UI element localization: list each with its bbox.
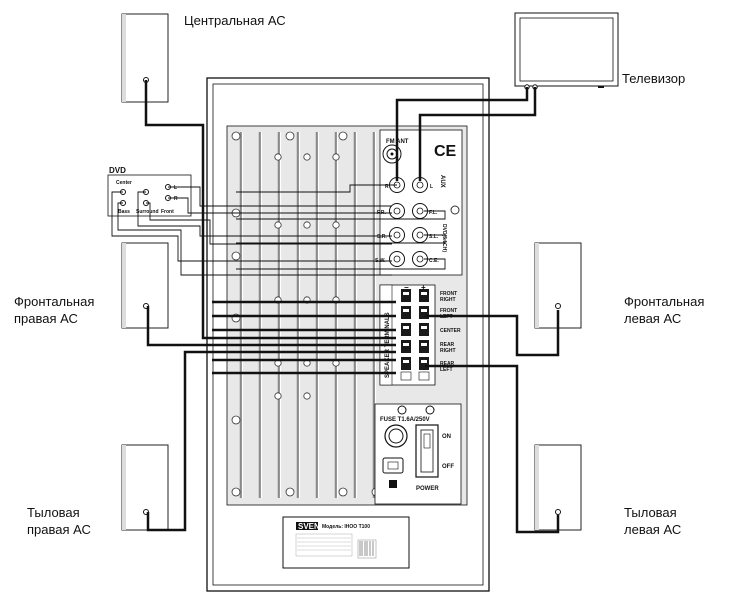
nameplate-brand: SVEN	[298, 522, 320, 531]
front-left-term-1: FRONT	[440, 308, 457, 314]
dvd-cables	[111, 184, 446, 276]
terminal-minus: −	[404, 283, 409, 292]
dvd-r-label: R	[174, 196, 178, 202]
dvd-player	[107, 174, 192, 217]
label-front-right-line1: Фронтальная	[14, 294, 94, 309]
label-rear-left-line2: левая АС	[624, 522, 681, 537]
tv-icon	[514, 12, 619, 90]
jack-sw-label: S.W.	[375, 258, 386, 264]
fm-ant-label: FM ANT	[386, 139, 409, 145]
label-center-speaker: Центральная АС	[184, 13, 286, 28]
label-front-left-line1: Фронтальная	[624, 294, 704, 309]
jack-fr-label: F.R.	[377, 210, 387, 216]
dvd-center-label: Center	[116, 180, 132, 186]
label-tv: Телевизор	[622, 71, 685, 86]
terminal-plus: +	[421, 283, 426, 292]
jack-l-label: L	[430, 184, 433, 190]
dvd-l-label: L	[174, 185, 177, 191]
jack-r-label: R	[385, 184, 389, 190]
front-right-speaker	[121, 242, 169, 329]
jack-fl-label: F.L.	[429, 210, 438, 216]
switch-off-label: OFF	[442, 464, 454, 470]
label-front-left-line2: левая АС	[624, 311, 681, 326]
jack-ce-label: C.E.	[429, 258, 439, 264]
power-switch	[415, 424, 439, 478]
power-label: POWER	[416, 486, 439, 492]
front-left-term-2: LEFT	[440, 314, 453, 320]
speaker-terminals-label: SPEAKER TERMINALS	[385, 312, 391, 378]
dvd-title: DVD	[109, 166, 126, 175]
jack-sr-label: S.R.	[377, 234, 387, 240]
center-term: CENTER	[440, 328, 461, 334]
label-rear-left-line1: Тыловая	[624, 505, 677, 520]
front-right-term-1: FRONT	[440, 291, 457, 297]
ce-mark: CE	[434, 143, 457, 160]
nameplate	[282, 516, 410, 569]
dvd-bass-label: Bass	[118, 209, 130, 215]
dvd-front-label: Front	[161, 209, 174, 215]
fuse-label: FUSE T1.6A/250V	[380, 417, 430, 423]
rear-right-term-2: RIGHT	[440, 348, 456, 354]
dvd-surround-label: Surround	[136, 209, 159, 215]
rear-right-speaker	[121, 444, 169, 531]
nameplate-model: Модель: IHOO T100	[322, 524, 370, 530]
rear-left-term-2: LEFT	[440, 367, 453, 373]
label-rear-right-line2: правая АС	[27, 522, 91, 537]
rear-left-term-1: REAR	[440, 361, 455, 367]
signal-cables	[144, 80, 560, 534]
aux-label: AUX	[439, 175, 445, 188]
jack-sl-label: S.L.	[429, 234, 439, 240]
dvd-51ch-label: DVD(5.1CH)	[441, 224, 447, 252]
label-rear-right-line1: Тыловая	[27, 505, 80, 520]
switch-on-label: ON	[442, 434, 451, 440]
fuse-holder	[384, 424, 408, 448]
front-right-term-2: RIGHT	[440, 297, 456, 303]
power-socket	[382, 457, 404, 488]
label-front-right-line2: правая АС	[14, 311, 78, 326]
rear-right-term-1: REAR	[440, 342, 455, 348]
